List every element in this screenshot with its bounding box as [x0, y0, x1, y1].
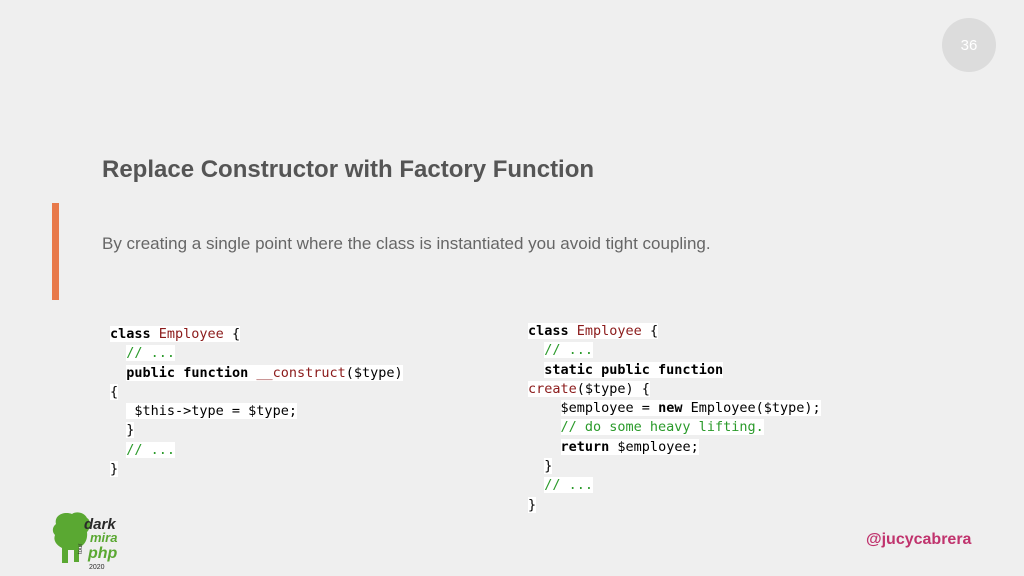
code-block-factory: class Employee { // ... static public fu… — [528, 322, 821, 515]
code-text: $this->type = $type; — [126, 403, 297, 420]
code-text: { — [223, 326, 241, 342]
code-text: ($type) — [345, 364, 403, 381]
code-text: } — [544, 458, 553, 475]
code-keyword: class — [110, 326, 151, 342]
code-keyword: static public function — [544, 361, 724, 378]
code-comment: // ... — [126, 345, 176, 362]
code-keyword: public — [126, 364, 176, 381]
code-comment: // ... — [126, 441, 176, 458]
code-text: } — [528, 496, 537, 513]
slide-subtitle: By creating a single point where the cla… — [102, 234, 711, 253]
code-keyword: class — [528, 323, 569, 339]
slide-number-badge: 36 — [942, 18, 996, 72]
code-class-name: Employee — [576, 323, 642, 339]
code-text: { — [641, 323, 659, 339]
code-text: $employee; — [609, 438, 699, 455]
code-comment: // ... — [544, 342, 594, 359]
slide-number: 36 — [960, 36, 978, 54]
logo-php: php — [87, 545, 118, 562]
code-comment: // ... — [544, 477, 594, 494]
logo-year: 2020 — [89, 564, 105, 571]
code-text: $employee = — [560, 400, 659, 417]
slide-title: Replace Constructor with Factory Functio… — [102, 156, 595, 183]
code-class-name: Employee — [158, 326, 224, 342]
code-text: { — [110, 383, 119, 400]
elephant-icon — [52, 512, 90, 563]
accent-bar — [52, 203, 59, 300]
code-text: ($type) { — [576, 380, 650, 397]
logo-mira: mira — [90, 530, 117, 545]
code-text: Employee($type); — [682, 400, 821, 417]
code-keyword: return — [560, 438, 610, 455]
code-keyword: function — [183, 364, 249, 381]
code-block-constructor: class Employee { // ... public function … — [110, 325, 403, 479]
code-function-name: __construct — [256, 364, 346, 381]
twitter-handle: @jucycabrera — [866, 531, 972, 548]
code-function-name: create — [528, 380, 577, 397]
logo-tour: tour — [78, 544, 84, 554]
darkmira-tour-logo: dark mira tour php 2020 — [52, 512, 118, 571]
code-text: } — [126, 422, 135, 439]
code-text: } — [110, 461, 119, 478]
code-comment: // do some heavy lifting. — [560, 419, 764, 436]
code-keyword: new — [658, 400, 683, 417]
logo-dark: dark — [84, 516, 116, 533]
